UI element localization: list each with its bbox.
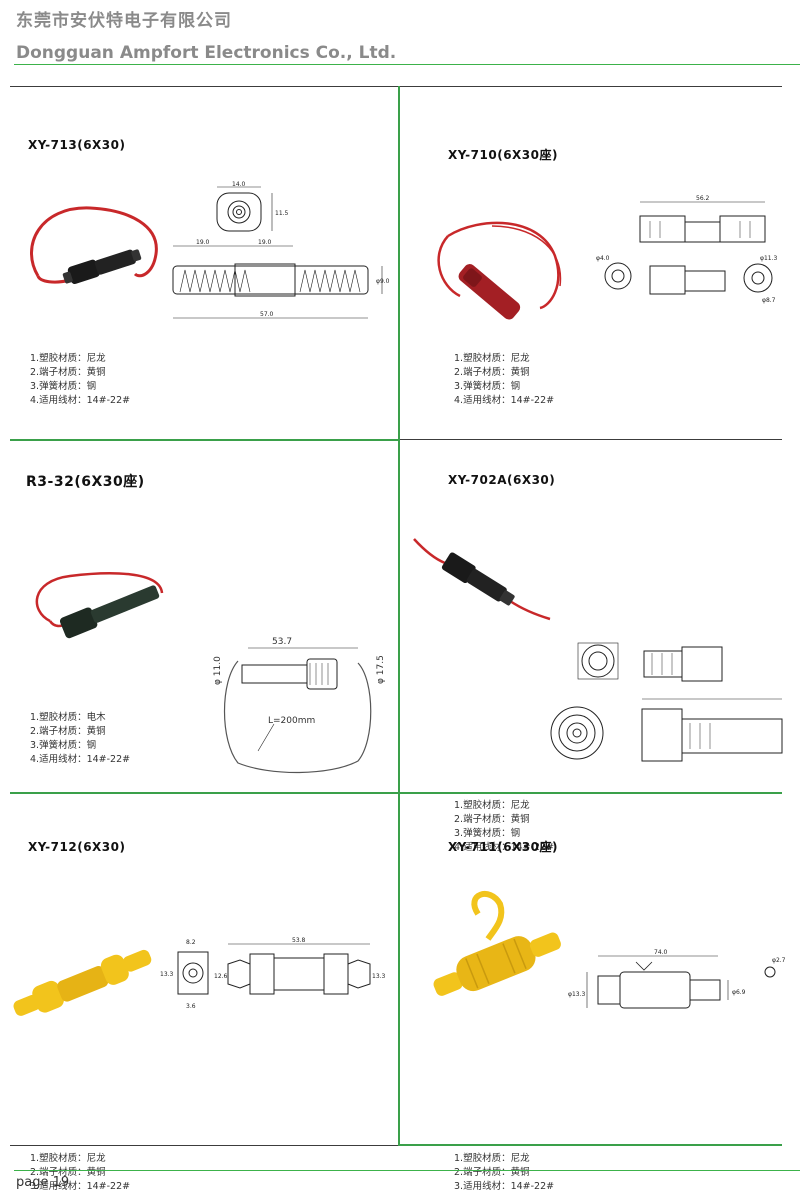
page-header: 东莞市安伏特电子有限公司 Dongguan Ampfort Electronic…	[16, 6, 396, 63]
spec-item: 1.塑胶材质：尼龙	[30, 1153, 106, 1164]
spec-item: 2.端子材质：黄铜	[454, 367, 530, 378]
spec-item: 4.适用线材：14#-22#	[30, 754, 131, 765]
product-card-xy711: XY-711(6X30座) 74.0 φ13.3 φ6.9	[400, 794, 788, 1192]
xy710-illustration: 56.2 φ4.0 φ11.3 φ8.7	[437, 195, 778, 320]
grid-row-divider-1-right	[400, 439, 782, 440]
spec-item: 4.适用线材：14#-22#	[454, 395, 555, 406]
spec-item: 2.端子材质：黄铜	[30, 367, 106, 378]
dim-label: 56.2	[696, 195, 710, 202]
dim-label: φ 11.0	[213, 656, 223, 685]
company-name-en: Dongguan Ampfort Electronics Co., Ltd.	[16, 43, 397, 63]
spec-item: 4.适用线材：14#-22#	[30, 395, 131, 406]
spec-item: 2.端子材质：黄铜	[454, 814, 530, 825]
page-number: page 19	[16, 1175, 70, 1190]
grid-top-border	[10, 86, 782, 87]
spec-item: 2.端子材质：黄铜	[30, 726, 106, 737]
spec-item: 3.适用线材：14#-22#	[454, 1181, 555, 1192]
dim-label: φ13.3	[568, 991, 586, 998]
grid-row-divider-3-left	[10, 1145, 398, 1146]
product-model: XY-702A(6X30)	[448, 473, 556, 487]
dim-label: φ 17.5	[376, 655, 386, 684]
spec-list: 1.塑胶材质：尼龙 2.端子材质：黄铜 3.弹簧材质：钢 4.适用线材：14#-…	[454, 799, 554, 855]
product-card-xy713: XY-713(6X30) 14.0 11.5 19.0 19	[10, 86, 398, 439]
r332-illustration: 53.7 φ 11.0 φ 17.5 L=200mm	[35, 572, 386, 774]
dim-label: 13.3	[372, 973, 386, 980]
dim-label: φ9.0	[376, 278, 390, 285]
dim-label: φ2.7	[772, 957, 786, 964]
xy702a-illustration	[413, 538, 783, 762]
grid-center-divider	[398, 86, 400, 1146]
spec-item: 1.塑胶材质：尼龙	[30, 353, 106, 364]
dim-label: φ8.7	[762, 297, 776, 304]
header-divider	[14, 64, 800, 65]
spec-item: 3.弹簧材质：钢	[454, 381, 521, 392]
company-name-cn: 东莞市安伏特电子有限公司	[16, 11, 232, 31]
dim-label: 53.7	[272, 637, 292, 647]
dim-label: 19.0	[258, 239, 272, 246]
dim-label: L=200mm	[268, 716, 315, 726]
product-model: XY-711(6X30座)	[448, 840, 558, 854]
spec-item: 2.端子材质：黄铜	[454, 1167, 530, 1178]
dim-label: 14.0	[232, 181, 246, 188]
spec-item: 3.弹簧材质：钢	[30, 381, 97, 392]
spec-item: 1.塑胶材质：电木	[30, 712, 106, 723]
dim-label: 8.2	[186, 939, 196, 946]
spec-list: 1.塑胶材质：尼龙 2.端子材质：黄铜 3.弹簧材质：钢 4.适用线材：14#-…	[454, 352, 554, 408]
dim-label: 12.6	[214, 973, 228, 980]
product-grid: XY-713(6X30) 14.0 11.5 19.0 19	[10, 86, 800, 1192]
spec-list: 1.塑胶材质：电木 2.端子材质：黄铜 3.弹簧材质：钢 4.适用线材：14#-…	[30, 711, 130, 767]
spec-list: 1.塑胶材质：尼龙 2.端子材质：黄铜 3.适用线材：14#-22#	[454, 1152, 554, 1194]
spec-item: 1.塑胶材质：尼龙	[454, 800, 530, 811]
spec-item: 3.适用线材：14#-22#	[30, 1181, 131, 1192]
footer-divider	[14, 1170, 800, 1171]
dim-label: 19.0	[196, 239, 210, 246]
dim-label: 3.6	[186, 1003, 196, 1010]
dim-label: φ11.3	[760, 255, 778, 262]
spec-item: 1.塑胶材质：尼龙	[454, 353, 530, 364]
dim-label: φ4.0	[596, 255, 610, 262]
product-card-xy702a: XY-702A(6X30)	[400, 441, 788, 853]
spec-item: 2.端子材质：黄铜	[30, 1167, 106, 1178]
product-card-r332: R3-32(6X30座) 53.7 φ 11.0 φ 17.5 L=200mm	[10, 441, 398, 794]
xy712-illustration: 8.2 13.3 3.6 53.8 12.6 13.3	[13, 937, 386, 1016]
product-model: XY-713(6X30)	[28, 138, 126, 152]
product-model: XY-712(6X30)	[28, 840, 126, 854]
product-card-xy710: XY-710(6X30座) 56.2 φ4.0	[400, 86, 788, 439]
spec-item: 1.塑胶材质：尼龙	[454, 1153, 530, 1164]
dim-label: 11.5	[275, 210, 289, 217]
spec-list: 1.塑胶材质：尼龙 2.端子材质：黄铜 3.弹簧材质：钢 4.适用线材：14#-…	[30, 352, 130, 408]
product-model: XY-710(6X30座)	[448, 148, 558, 162]
grid-row-divider-3-right	[400, 1144, 782, 1146]
spec-item: 4.适用线材：14#-22#	[454, 842, 555, 853]
xy711-illustration: 74.0 φ13.3 φ6.9 φ2.7	[433, 891, 786, 1009]
product-card-xy712: XY-712(6X30) 8.2 13.3 3.6 53.8	[10, 794, 398, 1192]
grid-row-divider-2	[10, 792, 782, 794]
dim-label: φ6.9	[732, 989, 746, 996]
spec-item: 3.弹簧材质：钢	[454, 828, 521, 839]
grid-row-divider-1-left	[10, 439, 398, 441]
spec-item: 3.弹簧材质：钢	[30, 740, 97, 751]
xy713-illustration: 14.0 11.5 19.0 19.0 φ9.0 57.0	[30, 181, 390, 319]
dim-label: 57.0	[260, 311, 274, 318]
spec-list: 1.塑胶材质：尼龙 2.端子材质：黄铜 3.适用线材：14#-22#	[30, 1152, 130, 1194]
dim-label: 13.3	[160, 971, 174, 978]
product-model: R3-32(6X30座)	[26, 474, 145, 490]
dim-label: 53.8	[292, 937, 306, 944]
dim-label: 74.0	[654, 949, 668, 956]
